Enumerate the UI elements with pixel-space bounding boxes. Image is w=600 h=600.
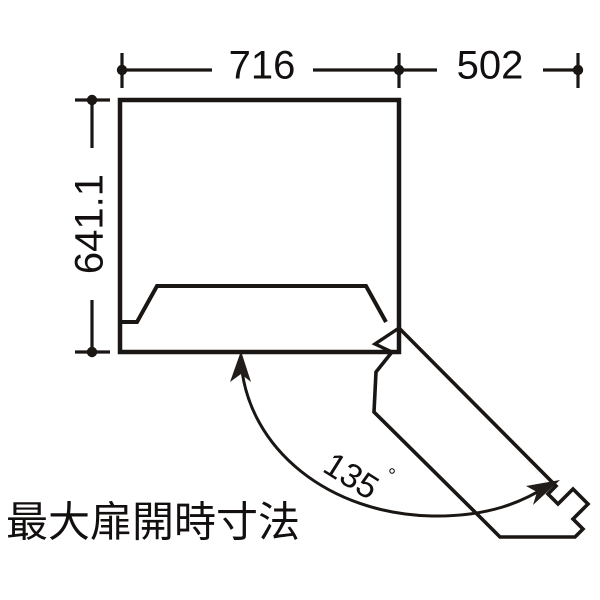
dim-dot-bottom (86, 346, 98, 358)
door-panel-outline (372, 326, 591, 539)
dim-dot-top (86, 94, 98, 106)
dim-label-641-1: 641.1 (68, 174, 112, 274)
dim-dot-right (572, 64, 584, 76)
hinge-knuckle (371, 326, 400, 354)
dim-dot-left (116, 64, 128, 76)
arc-arrowhead-end (526, 480, 560, 505)
top-dimension-group: 716 502 (116, 44, 584, 88)
door-swing-arc (239, 361, 550, 518)
cabinet-outline (117, 97, 402, 355)
angle-label-value: 135 (317, 445, 385, 507)
arc-arrowhead-start (230, 351, 251, 382)
cabinet-body-group (117, 97, 402, 355)
dim-dot-middle (393, 64, 405, 76)
hinge-group (371, 326, 400, 354)
open-door-group (372, 326, 591, 539)
inner-liner-profile (120, 284, 388, 324)
dim-label-716: 716 (229, 44, 296, 88)
left-dimension-group: 641.1 (68, 94, 112, 358)
dim-label-502: 502 (457, 44, 524, 88)
drawing-caption: 最大扉開時寸法 (6, 498, 300, 547)
